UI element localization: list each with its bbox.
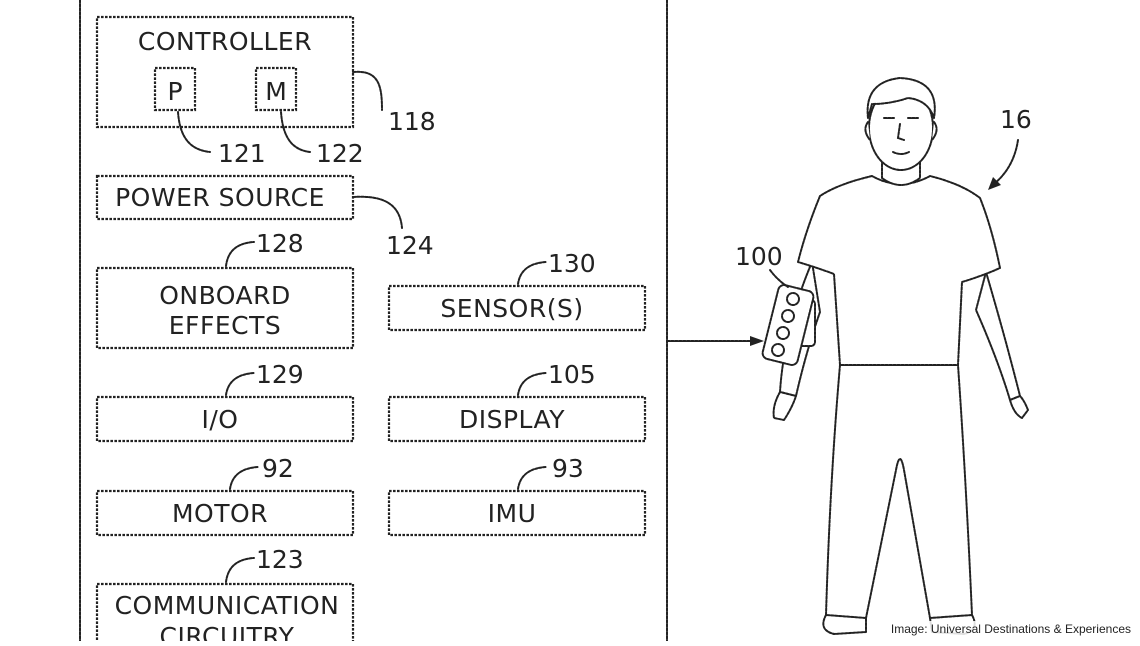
communication-box: [95, 582, 355, 646]
imu-box: [387, 489, 647, 537]
processor-leader: [177, 111, 211, 153]
display-block: DISPLAY 105: [387, 360, 647, 443]
onboard-effects-box: [95, 266, 355, 350]
controller-leader: [352, 70, 383, 111]
motor-block: MOTOR 92: [95, 454, 355, 537]
communication-leader: [225, 557, 255, 583]
io-leader: [225, 372, 255, 396]
user-figure: [772, 77, 1029, 635]
user-mouth: [892, 151, 910, 155]
controller-label: CONTROLLER: [138, 27, 312, 56]
display-label: DISPLAY: [459, 405, 565, 434]
user-reference: 16: [988, 105, 1032, 190]
wearable-leader: [769, 269, 789, 288]
memory-ref: 122: [316, 139, 364, 168]
user-right-arm: [975, 271, 1021, 401]
sensors-label: SENSOR(S): [440, 294, 583, 323]
sensors-block: SENSOR(S) 130: [387, 249, 647, 332]
image-credit: Image: Universal Destinations & Experien…: [887, 621, 1134, 637]
memory-leader: [280, 111, 311, 153]
user-right-ear: [931, 121, 938, 141]
power-source-box: [95, 174, 355, 221]
wearable-light-4-icon: [771, 343, 785, 357]
display-box: [387, 395, 647, 443]
memory-box: [254, 66, 298, 112]
communication-block: COMMUNICATION CIRCUITRY 123: [95, 545, 355, 646]
motor-leader: [229, 466, 259, 490]
user-hair: [866, 77, 936, 119]
link-arrow: [666, 336, 764, 346]
processor-box: [153, 66, 197, 112]
wearable-light-1-icon: [786, 292, 800, 306]
controller-ref: 118: [388, 107, 436, 136]
display-leader: [517, 372, 547, 396]
io-label: I/O: [202, 405, 239, 434]
communication-ref: 123: [256, 545, 304, 574]
imu-leader: [517, 466, 547, 490]
onboard-effects-block: ONBOARD EFFECTS 128: [95, 229, 355, 350]
power-source-ref: 124: [386, 231, 434, 260]
power-source-leader: [352, 195, 403, 229]
sensors-box: [387, 284, 647, 332]
power-source-label: POWER SOURCE: [115, 183, 325, 212]
wearable-light-2-icon: [781, 309, 795, 323]
processor-label: P: [167, 77, 182, 106]
arrowhead-icon: [750, 336, 764, 346]
controller-block: CONTROLLER P M 118 121 122: [95, 15, 436, 168]
user-ref: 16: [1000, 105, 1032, 134]
memory-label: M: [265, 77, 287, 106]
imu-ref: 93: [552, 454, 584, 483]
motor-ref: 92: [262, 454, 294, 483]
user-left-hand: [772, 391, 797, 421]
user-right-hand: [1009, 395, 1029, 419]
motor-label: MOTOR: [172, 499, 268, 528]
imu-block: IMU 93: [387, 454, 647, 537]
sensors-leader: [517, 261, 547, 285]
io-ref: 129: [256, 360, 304, 389]
io-block: I/O 129: [95, 360, 355, 443]
onboard-effects-leader: [225, 241, 255, 267]
io-box: [95, 395, 355, 443]
user-left-foot: [822, 614, 867, 635]
processor-ref: 121: [218, 139, 266, 168]
imu-label: IMU: [488, 499, 537, 528]
user-nose: [896, 123, 905, 141]
user-legs: [825, 364, 973, 624]
sensors-ref: 130: [548, 249, 596, 278]
power-source-block: POWER SOURCE 124: [95, 174, 434, 260]
communication-label-line2: CIRCUITRY: [160, 622, 295, 641]
onboard-effects-label-line2: EFFECTS: [169, 311, 281, 340]
user-left-ear: [864, 121, 871, 141]
motor-box: [95, 489, 355, 537]
user-leader-arrowhead-icon: [988, 177, 1001, 190]
wearable-device: 100: [735, 242, 816, 366]
communication-label-line1: COMMUNICATION: [115, 591, 340, 620]
user-shirt: [797, 175, 1001, 366]
onboard-effects-label-line1: ONBOARD: [159, 281, 291, 310]
display-ref: 105: [548, 360, 596, 389]
wearable-light-3-icon: [776, 326, 790, 340]
controller-box: [95, 15, 355, 129]
wearable-ref: 100: [735, 242, 783, 271]
user-leader: [993, 139, 1019, 185]
onboard-effects-ref: 128: [256, 229, 304, 258]
